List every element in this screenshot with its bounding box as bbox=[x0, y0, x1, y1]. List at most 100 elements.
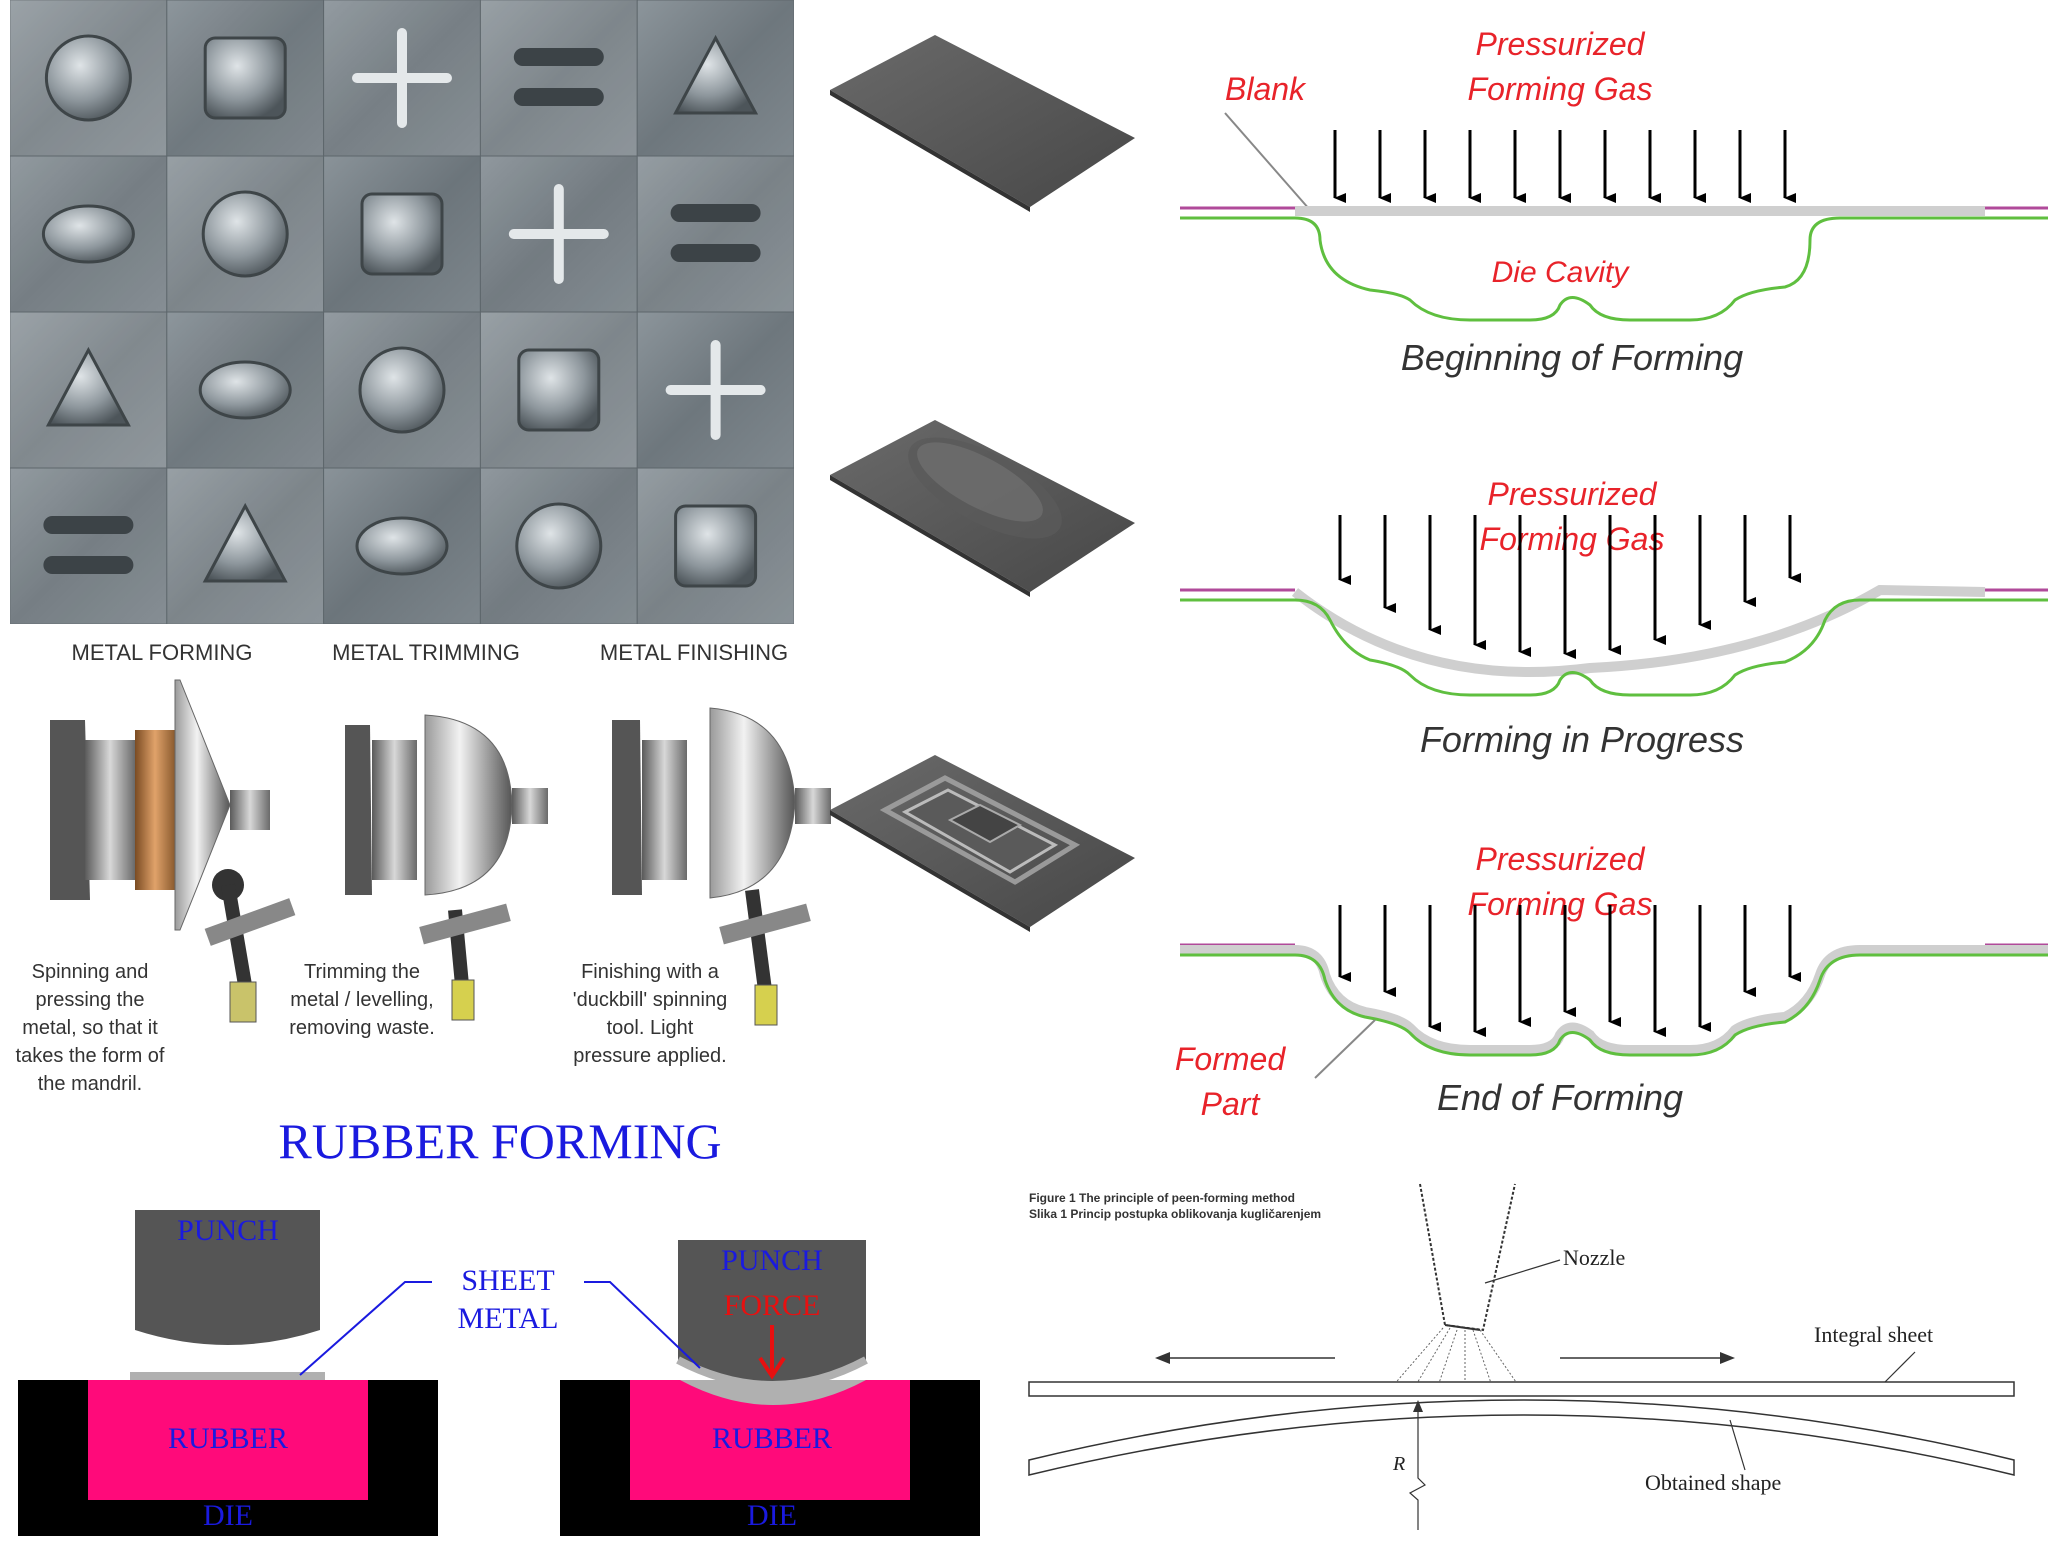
tall-slots-icon bbox=[479, 467, 638, 625]
nozzle-label: Nozzle bbox=[1563, 1245, 1625, 1270]
gas-forming-svg: Pressurized Forming Gas Blank Die Cavity… bbox=[1175, 26, 2048, 1122]
integral-sheet bbox=[1028, 1381, 2015, 1397]
bracket-pair-icon bbox=[323, 467, 481, 625]
formed-plates-column bbox=[830, 20, 1150, 940]
spin-title-forming: METAL FORMING bbox=[72, 640, 253, 665]
asterisk-icon bbox=[323, 0, 481, 157]
gas-forming-diagram: Pressurized Forming Gas Blank Die Cavity… bbox=[1160, 0, 2048, 1140]
gas-label-line-1: Pressurized bbox=[1476, 841, 1646, 877]
die-label: DIE bbox=[203, 1499, 253, 1532]
radius-line bbox=[1408, 1402, 1426, 1530]
slot-pair-icon bbox=[9, 311, 168, 469]
formed-part-label-1: Formed bbox=[1175, 1041, 1286, 1077]
rubber-forming-svg: RUBBER FORMING PUNCH RUBBER DIE PUNCH FO… bbox=[18, 1113, 980, 1536]
stage-caption: End of Forming bbox=[1437, 1077, 1683, 1118]
spin-stage-finishing bbox=[612, 707, 831, 1026]
blank-sheet bbox=[1295, 206, 1985, 216]
integral-sheet-label: Integral sheet bbox=[1814, 1322, 1933, 1347]
bars-icon bbox=[479, 0, 638, 157]
die-cavity-outline bbox=[1180, 216, 2048, 322]
gas-stage-end: Pressurized Forming Gas Formed Part End … bbox=[1175, 841, 2048, 1122]
punch-right bbox=[678, 1240, 866, 1385]
nozzle bbox=[1384, 1183, 1526, 1396]
gas-label-line-2: Forming Gas bbox=[1468, 71, 1653, 107]
step-icon bbox=[636, 467, 795, 625]
spin-caption-line: the mandril. bbox=[38, 1073, 143, 1095]
formed-part-leader bbox=[1314, 1019, 1376, 1079]
ring-slots-icon bbox=[166, 0, 325, 157]
punch-force-label-2: FORCE bbox=[724, 1289, 821, 1322]
rubber-label: RUBBER bbox=[712, 1422, 832, 1455]
blank-leader bbox=[1224, 112, 1311, 211]
die-cavity-label: Die Cavity bbox=[1492, 256, 1631, 289]
pin-icon bbox=[166, 155, 325, 313]
sheet-metal-label-2: METAL bbox=[458, 1302, 559, 1335]
spin-caption-line: takes the form of bbox=[16, 1045, 165, 1067]
circle-handles-icon bbox=[636, 0, 795, 157]
spin-caption-line: pressing the bbox=[36, 989, 145, 1011]
figure-caption-en: Figure 1 The principle of peen-forming m… bbox=[1029, 1191, 1295, 1205]
gas-label-line-2: Forming Gas bbox=[1480, 521, 1665, 557]
sheet-leader-right bbox=[584, 1281, 701, 1369]
sheet-leader-left bbox=[299, 1281, 432, 1376]
bell-icon bbox=[9, 467, 168, 625]
rubber-pad-left bbox=[88, 1380, 368, 1500]
spin-caption-line: tool. Light bbox=[607, 1017, 694, 1039]
sheet-metal-label-1: SHEET bbox=[461, 1264, 554, 1297]
flat-blank-plate bbox=[830, 35, 1135, 212]
sheet-metal-left bbox=[130, 1372, 325, 1380]
die-cavity-outline bbox=[1180, 953, 2048, 1057]
die-label: DIE bbox=[747, 1499, 797, 1532]
gas-label-line-1: Pressurized bbox=[1476, 26, 1646, 62]
blank-label: Blank bbox=[1225, 71, 1307, 107]
octagon-icon bbox=[323, 155, 481, 313]
cross-icon bbox=[636, 311, 795, 469]
spin-stage-forming bbox=[50, 679, 296, 1023]
peen-forming-diagram: Figure 1 The principle of peen-forming m… bbox=[1025, 1180, 2025, 1536]
deforming-sheet bbox=[1291, 584, 1986, 677]
gas-stage-progress: Pressurized Forming Gas Forming in Progr… bbox=[1180, 476, 2048, 760]
partial-formed-plate bbox=[830, 420, 1135, 597]
metal-spinning-diagram: METAL FORMING METAL TRIMMING METAL FINIS… bbox=[0, 630, 840, 1110]
rubber-forming-diagram: RUBBER FORMING PUNCH RUBBER DIE PUNCH FO… bbox=[0, 1110, 1000, 1536]
stage-caption: Forming in Progress bbox=[1420, 719, 1744, 760]
sheet-metal-right bbox=[676, 1356, 868, 1389]
rubber-forming-title: RUBBER FORMING bbox=[278, 1113, 721, 1169]
gas-label-line-2: Forming Gas bbox=[1468, 886, 1653, 922]
radius-label: R bbox=[1392, 1453, 1405, 1475]
stage-caption: Beginning of Forming bbox=[1401, 337, 1743, 378]
button-icon bbox=[166, 467, 325, 625]
formed-plates-svg bbox=[830, 35, 1135, 932]
figure-caption-hr: Slika 1 Princip postupka oblikovanja kug… bbox=[1029, 1207, 1321, 1221]
embossed-samples-svg bbox=[9, 0, 795, 625]
formed-part-sheet bbox=[1180, 945, 2048, 1055]
spin-title-finishing: METAL FINISHING bbox=[600, 640, 788, 665]
punch-force-label-1: PUNCH bbox=[721, 1244, 823, 1277]
spin-caption-line: removing waste. bbox=[289, 1017, 435, 1039]
spin-caption-line: pressure applied. bbox=[573, 1045, 726, 1067]
spin-stage-trimming bbox=[345, 714, 548, 1021]
spin-caption-line: Finishing with a bbox=[581, 961, 720, 983]
fully-formed-plate bbox=[830, 755, 1135, 932]
pyramid-icon bbox=[479, 155, 638, 313]
obtained-shape-label: Obtained shape bbox=[1645, 1470, 1781, 1495]
spin-caption-line: metal / levelling, bbox=[290, 989, 433, 1011]
spin-caption-line: Spinning and bbox=[32, 961, 149, 983]
peen-forming-svg: Figure 1 The principle of peen-forming m… bbox=[1028, 1183, 2015, 1530]
gas-stage-beginning: Pressurized Forming Gas Blank Die Cavity… bbox=[1180, 26, 2048, 378]
clover-icon bbox=[9, 0, 168, 157]
punch-left bbox=[135, 1210, 320, 1345]
spin-caption-line: 'duckbill' spinning bbox=[573, 989, 727, 1011]
gas-label-line-1: Pressurized bbox=[1488, 476, 1658, 512]
punch-label: PUNCH bbox=[177, 1214, 279, 1247]
spin-title-trimming: METAL TRIMMING bbox=[332, 640, 520, 665]
rubber-label: RUBBER bbox=[168, 1422, 288, 1455]
dome-hole-icon bbox=[479, 311, 638, 469]
logo-text-icon bbox=[166, 311, 325, 469]
formed-part-label-2: Part bbox=[1201, 1086, 1261, 1122]
die-cavity-outline bbox=[1180, 598, 2048, 697]
tab-icon bbox=[636, 155, 795, 313]
metal-spinning-svg: METAL FORMING METAL TRIMMING METAL FINIS… bbox=[16, 640, 831, 1095]
spiral-icon bbox=[9, 155, 168, 313]
embossed-samples-grid bbox=[9, 0, 795, 625]
